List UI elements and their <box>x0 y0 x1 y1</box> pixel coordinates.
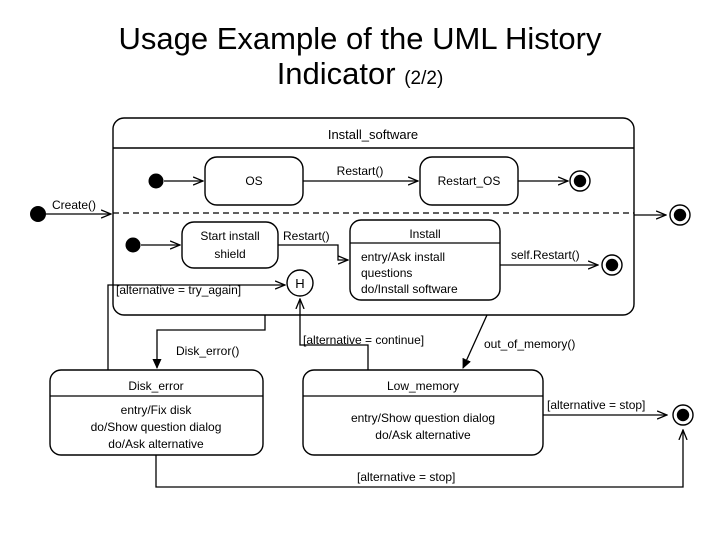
history-circle <box>286 269 314 297</box>
final-state-bottom-right <box>672 404 694 426</box>
transition-out-of-memory <box>462 314 488 368</box>
state-install-outline <box>349 219 501 301</box>
state-start-install-shield[interactable]: Start install shield <box>181 221 279 269</box>
state-disk-error-line-2: do/Show question dialog <box>91 420 222 434</box>
history-pseudostate[interactable]: H <box>286 269 314 297</box>
state-os[interactable]: OS <box>204 156 304 206</box>
final-state-install <box>601 254 623 276</box>
transition-label-continue: [alternative = continue] <box>303 333 424 347</box>
initial-state-outer <box>30 206 46 222</box>
state-start-install-shield-label-1: Start install <box>200 229 259 243</box>
state-install-line-3: do/Install software <box>361 282 458 296</box>
state-disk-error-name: Disk_error <box>128 379 183 393</box>
state-os-label: OS <box>245 174 262 188</box>
state-low-memory[interactable]: Low_memory entry/Show question dialog do… <box>302 369 544 456</box>
state-restart-os[interactable]: Restart_OS <box>419 156 519 206</box>
transition-label-stop-right: [alternative = stop] <box>547 398 645 412</box>
state-install-line-1: entry/Ask install <box>361 250 445 264</box>
state-install-line-2: questions <box>361 266 412 280</box>
state-restart-os-label: Restart_OS <box>438 174 501 188</box>
transition-continue <box>300 299 369 370</box>
initial-state-top <box>148 173 164 189</box>
state-low-memory-outline <box>302 369 544 456</box>
state-low-memory-name: Low_memory <box>387 379 459 393</box>
title-line-2-text: Indicator <box>276 55 396 91</box>
state-disk-error-line-1: entry/Fix disk <box>121 403 193 417</box>
state-low-memory-line-2: do/Ask alternative <box>375 428 471 442</box>
state-disk-error-line-3: do/Ask alternative <box>108 437 204 451</box>
transition-try-again <box>107 285 285 370</box>
state-start-install-shield-label-2: shield <box>214 247 245 261</box>
final-state-top <box>569 170 591 192</box>
title-line-1: Usage Example of the UML History <box>118 21 602 56</box>
transition-label-self-restart: self.Restart() <box>511 248 580 262</box>
title-page-counter: (2/2) <box>404 67 444 89</box>
state-install[interactable]: Install entry/Ask install questions do/I… <box>349 219 501 301</box>
transition-label-try-again: [alternative = try_again] <box>116 283 241 297</box>
final-state-outer-right <box>669 204 691 226</box>
history-label: H <box>295 276 304 291</box>
transition-label-restart-bottom: Restart() <box>283 229 330 243</box>
transition-stop-bottom <box>155 430 683 488</box>
state-low-memory-line-1: entry/Show question dialog <box>351 411 495 425</box>
transition-shield-to-install <box>278 244 348 260</box>
state-install-name: Install <box>409 227 440 241</box>
transition-disk-error <box>157 315 266 368</box>
transition-label-stop-bottom: [alternative = stop] <box>357 470 455 484</box>
initial-state-bottom <box>125 237 141 253</box>
composite-state-name: Install_software <box>328 127 418 142</box>
transition-label-restart-top: Restart() <box>337 164 384 178</box>
transition-label-disk-error: Disk_error() <box>176 344 239 358</box>
state-disk-error[interactable]: Disk_error entry/Fix disk do/Show questi… <box>49 369 264 456</box>
transition-label-out-of-memory: out_of_memory() <box>484 337 575 351</box>
page-title: Usage Example of the UML History Indicat… <box>0 21 720 92</box>
title-line-2: Indicator (2/2) <box>0 55 720 92</box>
transition-label-create: Create() <box>52 198 96 212</box>
